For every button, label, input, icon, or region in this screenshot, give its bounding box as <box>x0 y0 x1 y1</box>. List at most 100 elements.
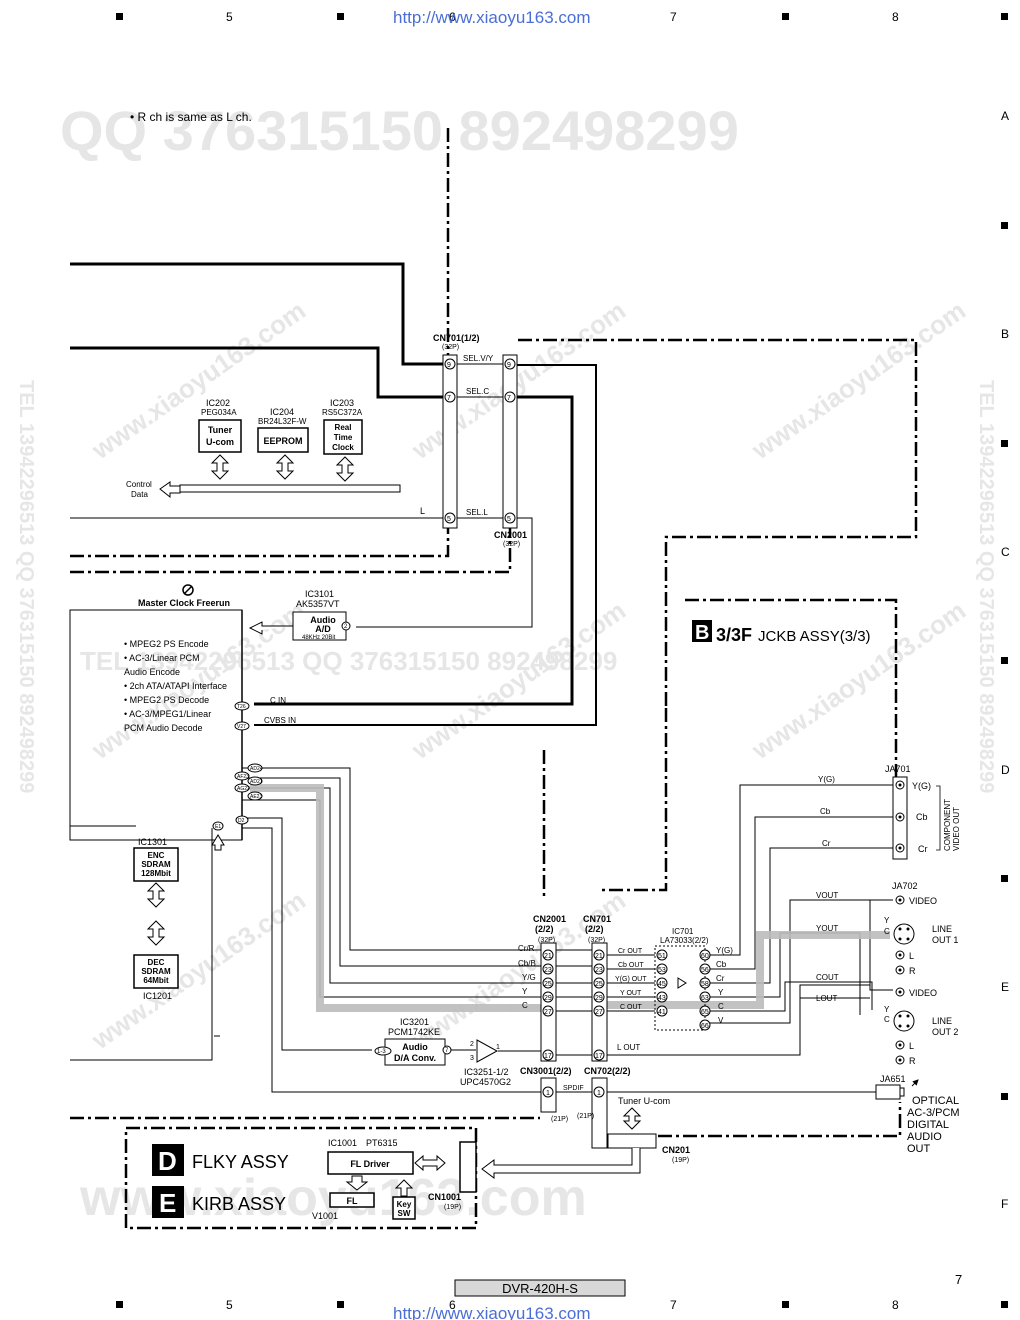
svg-text:Cb/B: Cb/B <box>518 959 536 968</box>
svg-text:C IN: C IN <box>270 696 286 705</box>
svg-text:Control: Control <box>126 480 152 489</box>
svg-text:• AC-3/Linear PCM: • AC-3/Linear PCM <box>124 653 200 663</box>
svg-text:Y(G): Y(G) <box>818 775 835 784</box>
ja651-optical-out: JA651 OPTICAL AC-3/PCM DIGITAL AUDIO OUT <box>875 1074 960 1155</box>
note-text: • R ch is same as L ch. <box>130 110 252 124</box>
svg-text:DIGITAL: DIGITAL <box>907 1119 949 1131</box>
svg-text:Cr: Cr <box>918 844 928 854</box>
svg-text:60: 60 <box>701 953 709 960</box>
svg-text:VIDEO: VIDEO <box>909 988 937 998</box>
svg-text:E: E <box>1001 980 1009 994</box>
svg-text:UPC4570G2: UPC4570G2 <box>460 1077 511 1087</box>
svg-text:SEL.V/Y: SEL.V/Y <box>463 354 494 363</box>
svg-text:DEC: DEC <box>148 958 165 967</box>
svg-text:• MPEG2 PS Encode: • MPEG2 PS Encode <box>124 639 209 649</box>
connector-cn2001-1: CN2001 (32P) 9 7 5 <box>494 354 527 548</box>
svg-text:7: 7 <box>507 395 511 402</box>
svg-text:QQ 376315150 892498299: QQ 376315150 892498299 <box>60 99 739 162</box>
svg-text:43: 43 <box>658 995 666 1002</box>
svg-text:OPTICAL: OPTICAL <box>912 1095 959 1107</box>
svg-text:L: L <box>420 506 425 516</box>
svg-text:Audio Encode: Audio Encode <box>124 667 180 677</box>
svg-text:LINE: LINE <box>932 1016 952 1026</box>
svg-text:AG22: AG22 <box>237 786 250 792</box>
svg-text:B: B <box>1001 327 1009 341</box>
svg-text:128Mbit: 128Mbit <box>141 869 171 878</box>
svg-text:TEL 13942296513 QQ 376315150: TEL 13942296513 QQ 376315150 892498299 <box>15 380 37 793</box>
svg-text:RS5C372A: RS5C372A <box>322 408 363 417</box>
svg-text:• 2ch ATA/ATAPI Interface: • 2ch ATA/ATAPI Interface <box>124 681 227 691</box>
svg-text:ENC: ENC <box>148 851 165 860</box>
svg-text:9: 9 <box>447 362 451 369</box>
svg-text:(2/2): (2/2) <box>535 924 554 934</box>
svg-text:Cr/R: Cr/R <box>518 944 535 953</box>
svg-text:PEG034A: PEG034A <box>201 408 237 417</box>
svg-text:E: E <box>159 1188 176 1218</box>
svg-text:1-3: 1-3 <box>377 1049 386 1055</box>
svg-text:Y: Y <box>522 987 528 996</box>
svg-text:Audio: Audio <box>310 615 336 625</box>
ic204-eeprom: IC204 BR24L32F-W EEPROM <box>257 407 309 453</box>
svg-text:CN201: CN201 <box>662 1145 690 1155</box>
svg-text:(32P): (32P) <box>442 344 459 351</box>
svg-text:1: 1 <box>597 1090 601 1097</box>
svg-text:C: C <box>884 927 890 936</box>
svg-text:Y: Y <box>884 1005 890 1014</box>
ic1201-dec-sdram: DEC SDRAM 64Mbit IC1201 <box>133 954 179 1001</box>
svg-text:R: R <box>909 1056 916 1066</box>
svg-text:Data: Data <box>131 490 148 499</box>
svg-text:(21P): (21P) <box>551 1116 568 1123</box>
svg-text:EEPROM: EEPROM <box>263 436 302 446</box>
model-label: DVR-420H-S <box>502 1281 578 1296</box>
svg-text:Y OUT: Y OUT <box>620 990 642 997</box>
svg-text:Cr OUT: Cr OUT <box>618 948 643 955</box>
svg-text:CN701(1/2): CN701(1/2) <box>433 333 480 343</box>
svg-text:27: 27 <box>544 1009 552 1016</box>
svg-text:7: 7 <box>670 1298 677 1312</box>
svg-text:COUT: COUT <box>816 973 839 982</box>
svg-text:AD21: AD21 <box>250 779 263 785</box>
svg-text:Cr: Cr <box>822 839 831 848</box>
svg-text:IC203: IC203 <box>330 398 354 408</box>
svg-text:AK5357VT: AK5357VT <box>296 599 340 609</box>
svg-text:L: L <box>909 1041 914 1051</box>
page-number: 7 <box>955 1272 962 1287</box>
svg-text:www.xiaoyu163.com: www.xiaoyu163.com <box>405 295 631 465</box>
ic701-video-driver: IC701 LA73033(2/2) 51 53 45 43 41 60 56 … <box>654 927 711 1031</box>
svg-text:CN702(2/2): CN702(2/2) <box>584 1066 631 1076</box>
svg-text:8: 8 <box>892 10 899 24</box>
watermark: QQ 376315150 892498299 TEL 13942296513 Q… <box>15 99 997 1227</box>
svg-text:V: V <box>718 1016 724 1025</box>
svg-text:17: 17 <box>595 1053 603 1060</box>
svg-text:VIDEO OUT: VIDEO OUT <box>952 807 961 851</box>
connector-cn702: CN702(2/2) 1 (21P) <box>577 1066 631 1149</box>
svg-text:C: C <box>1001 545 1010 559</box>
svg-text:5: 5 <box>226 10 233 24</box>
svg-text:5: 5 <box>226 1298 233 1312</box>
svg-text:64Mbit: 64Mbit <box>143 976 169 985</box>
svg-text:JA651: JA651 <box>880 1074 906 1084</box>
svg-text:Tuner U-com: Tuner U-com <box>618 1096 670 1106</box>
svg-text:9: 9 <box>507 362 511 369</box>
svg-text:27: 27 <box>595 1009 603 1016</box>
ja702-line-out: JA702 VIDEO Y C L R LINE OUT 1 VIDEO Y C… <box>884 881 958 1066</box>
svg-text:www.xiaoyu163.com: www.xiaoyu163.com <box>745 295 971 465</box>
svg-text:(19P): (19P) <box>444 1204 461 1211</box>
svg-text:IC701: IC701 <box>672 927 694 936</box>
svg-text:SPDIF: SPDIF <box>563 1085 584 1092</box>
svg-text:58: 58 <box>701 981 709 988</box>
svg-text:CN2001: CN2001 <box>533 914 566 924</box>
svg-text:21: 21 <box>595 953 603 960</box>
svg-text:OUT: OUT <box>907 1143 931 1155</box>
svg-text:D/A Conv.: D/A Conv. <box>394 1053 436 1063</box>
svg-text:7: 7 <box>447 395 451 402</box>
svg-text:C: C <box>522 1001 528 1010</box>
svg-text:53: 53 <box>658 967 666 974</box>
svg-text:YOUT: YOUT <box>816 924 838 933</box>
svg-text:FL: FL <box>347 1196 358 1206</box>
ic3251-opamp: 2 3 1 IC3251-1/2 UPC4570G2 <box>460 1039 511 1087</box>
header-url: http://www.xiaoyu163.com <box>393 8 590 27</box>
svg-text:29: 29 <box>544 995 552 1002</box>
svg-text:66: 66 <box>701 1023 709 1030</box>
svg-text:(32P): (32P) <box>503 541 520 548</box>
